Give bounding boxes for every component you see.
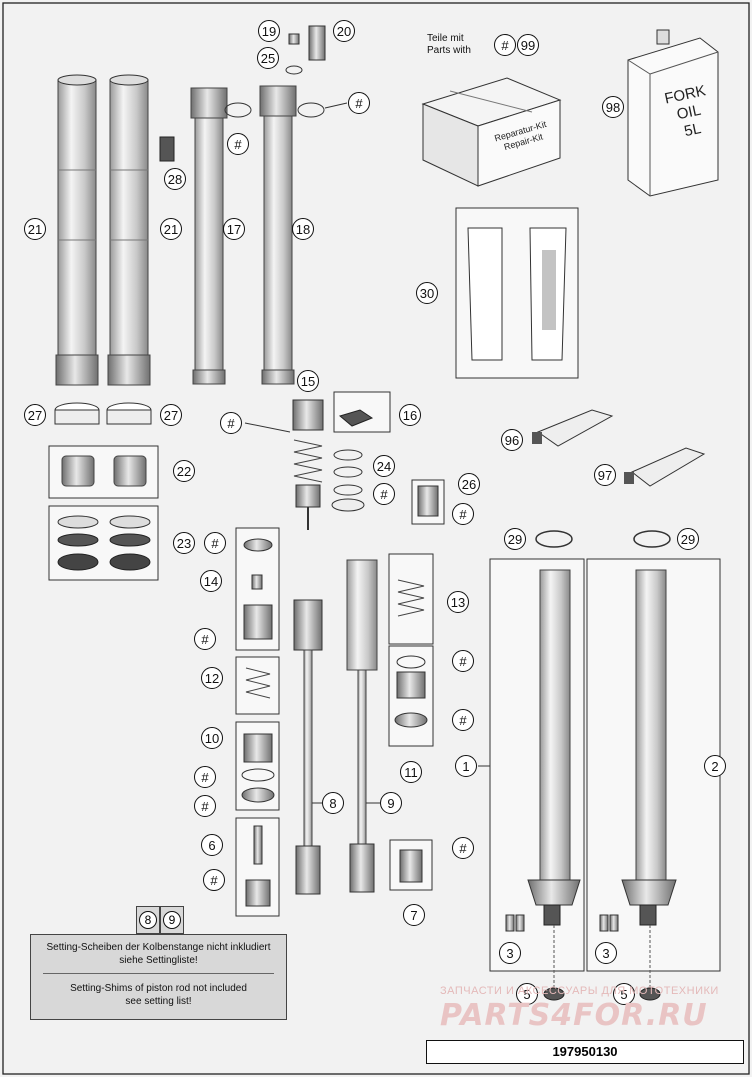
- inner-tube-2: [621, 569, 677, 926]
- repair-kit-box: [421, 77, 562, 187]
- callout-11-hash-top[interactable]: #: [452, 650, 474, 672]
- washer-25: [285, 65, 303, 75]
- piston-rod-9: [346, 559, 378, 893]
- callout-98[interactable]: 98: [602, 96, 624, 118]
- callout-23[interactable]: 23: [173, 532, 195, 554]
- callout-6[interactable]: 6: [201, 834, 223, 856]
- callout-96[interactable]: 96: [501, 429, 523, 451]
- callout-18[interactable]: 18: [292, 218, 314, 240]
- callout-14-hash-bottom[interactable]: #: [194, 628, 216, 650]
- setting-note: Setting-Scheiben der Kolbenstange nicht …: [30, 934, 287, 1020]
- watermark-logo: PARTS4FOR.RU: [440, 998, 708, 1033]
- callout-27-right[interactable]: 27: [160, 404, 182, 426]
- callout-6-hash[interactable]: #: [203, 869, 225, 891]
- callout-26[interactable]: 26: [458, 473, 480, 495]
- callout-12[interactable]: 12: [201, 667, 223, 689]
- callout-3-right[interactable]: 3: [595, 942, 617, 964]
- ring-29-right: [633, 530, 671, 548]
- callout-5-right[interactable]: 5: [613, 983, 635, 1005]
- callout-30[interactable]: 30: [416, 282, 438, 304]
- outer-tube-right: [107, 74, 151, 386]
- cartridge-tube-18: [259, 85, 297, 385]
- inner-tube-1: [527, 569, 581, 926]
- callout-13[interactable]: 13: [447, 591, 469, 613]
- sticker: [159, 136, 175, 162]
- callout-17-hash[interactable]: #: [227, 133, 249, 155]
- callout-25[interactable]: 25: [257, 47, 279, 69]
- callout-11-hash-bottom[interactable]: #: [452, 709, 474, 731]
- guide-ring-27-left: [54, 402, 100, 425]
- callout-9[interactable]: 9: [380, 792, 402, 814]
- outer-tube-left: [55, 74, 99, 386]
- callout-20[interactable]: 20: [333, 20, 355, 42]
- guide-ring-27-right: [106, 402, 152, 425]
- callout-28[interactable]: 28: [164, 168, 186, 190]
- callout-7-hash[interactable]: #: [452, 837, 474, 859]
- callout-27-left[interactable]: 27: [24, 404, 46, 426]
- valve-20: [308, 25, 326, 61]
- callout-14-hash-top[interactable]: #: [204, 532, 226, 554]
- spring-assembly-15: [292, 399, 324, 530]
- bolts-3-left: [505, 914, 525, 932]
- ring-29-left: [535, 530, 573, 548]
- kit-caption: Teile mit Parts with: [427, 33, 471, 56]
- shims-24: [331, 449, 365, 512]
- callout-22[interactable]: 22: [173, 460, 195, 482]
- callout-10-hash-bottom[interactable]: #: [194, 795, 216, 817]
- grease-tube-96: [532, 409, 614, 447]
- callout-3-left[interactable]: 3: [499, 942, 521, 964]
- note-ref-9: 9: [160, 906, 184, 934]
- callout-24[interactable]: 24: [373, 455, 395, 477]
- callout-10[interactable]: 10: [201, 727, 223, 749]
- callout-16[interactable]: 16: [399, 404, 421, 426]
- grease-tube-97: [624, 447, 706, 487]
- callout-18-hash[interactable]: #: [348, 92, 370, 114]
- note-divider: [43, 973, 274, 974]
- fork-oil-can: [627, 29, 719, 197]
- callout-11[interactable]: 11: [400, 761, 422, 783]
- callout-14[interactable]: 14: [200, 570, 222, 592]
- callout-19[interactable]: 19: [258, 20, 280, 42]
- callout-2[interactable]: 2: [704, 755, 726, 777]
- callout-97[interactable]: 97: [594, 464, 616, 486]
- piston-rod-8: [293, 599, 323, 895]
- bolts-3-right: [599, 914, 619, 932]
- callout-21-right[interactable]: 21: [160, 218, 182, 240]
- cartridge-tube-17: [190, 87, 228, 385]
- o-ring-17: [224, 102, 252, 118]
- watermark-tagline: ЗАПЧАСТИ И АКСЕССУАРЫ ДЛЯ МОТОТЕХНИКИ: [440, 985, 719, 997]
- box-13: [388, 553, 434, 645]
- callout-kit-hash[interactable]: #: [494, 34, 516, 56]
- callout-21-left[interactable]: 21: [24, 218, 46, 240]
- callout-99[interactable]: 99: [517, 34, 539, 56]
- callout-29-right[interactable]: 29: [677, 528, 699, 550]
- box-12: [235, 656, 280, 715]
- sleeve-left: [467, 227, 503, 361]
- callout-15-hash[interactable]: #: [220, 412, 242, 434]
- callout-24-hash[interactable]: #: [373, 483, 395, 505]
- callout-5-left[interactable]: 5: [516, 983, 538, 1005]
- screw-19: [288, 33, 300, 45]
- o-ring-18: [297, 102, 325, 118]
- callout-1[interactable]: 1: [455, 755, 477, 777]
- callout-8[interactable]: 8: [322, 792, 344, 814]
- callout-17[interactable]: 17: [223, 218, 245, 240]
- callout-26-hash[interactable]: #: [452, 503, 474, 525]
- callout-7[interactable]: 7: [403, 904, 425, 926]
- callout-29-left[interactable]: 29: [504, 528, 526, 550]
- figure-number: 197950130: [426, 1040, 744, 1064]
- note-ref-8: 8: [136, 906, 160, 934]
- callout-10-hash-top[interactable]: #: [194, 766, 216, 788]
- callout-15[interactable]: 15: [297, 370, 319, 392]
